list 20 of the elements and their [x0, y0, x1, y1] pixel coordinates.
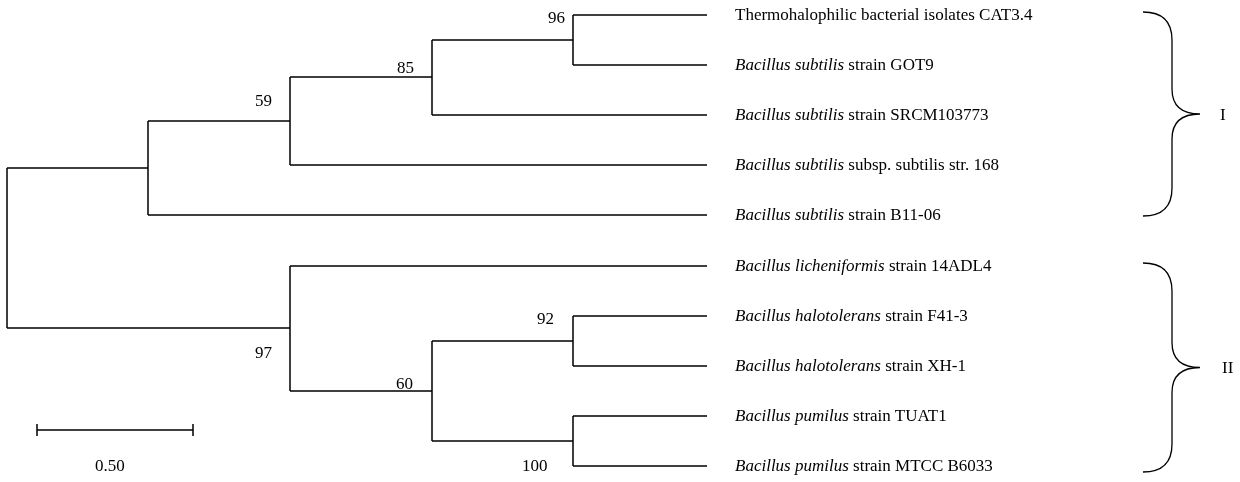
bootstrap-value: 92 [537, 309, 554, 329]
taxon-label: Bacillus halotolerans strain XH-1 [735, 356, 966, 376]
taxon-label: Bacillus halotolerans strain F41-3 [735, 306, 968, 326]
bootstrap-value: 96 [548, 8, 565, 28]
bootstrap-value: 100 [522, 456, 548, 476]
taxon-label: Bacillus pumilus strain TUAT1 [735, 406, 947, 426]
scale-label: 0.50 [95, 456, 125, 476]
taxon-label: Bacillus subtilis strain B11-06 [735, 205, 941, 225]
taxon-label: Bacillus subtilis strain GOT9 [735, 55, 934, 75]
taxon-label: Bacillus licheniformis strain 14ADL4 [735, 256, 992, 276]
bootstrap-value: 85 [397, 58, 414, 78]
bootstrap-value: 97 [255, 343, 272, 363]
bootstrap-value: 60 [396, 374, 413, 394]
bootstrap-value: 59 [255, 91, 272, 111]
clade-label: I [1220, 105, 1226, 125]
clade-label: II [1222, 358, 1234, 378]
taxon-label: Thermohalophilic bacterial isolates CAT3.4 [735, 5, 1033, 25]
taxon-label: Bacillus subtilis subsp. subtilis str. 168 [735, 155, 999, 175]
taxon-label: Bacillus subtilis strain SRCM103773 [735, 105, 989, 125]
taxon-label: Bacillus pumilus strain MTCC B6033 [735, 456, 993, 476]
